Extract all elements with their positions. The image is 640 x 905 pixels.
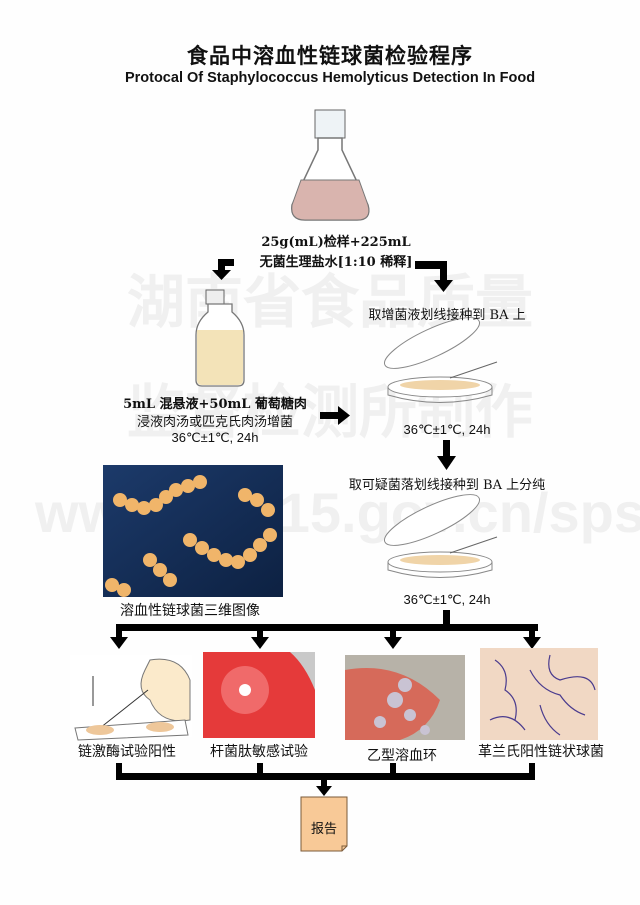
streak-step-2-condition: 36℃±1℃, 24h <box>403 592 491 607</box>
page-title: 食品中溶血性链球菌检验程序 <box>187 44 473 68</box>
streak-step-1: 取增菌液划线接种到 BA 上 <box>368 308 526 323</box>
bacitracin-test-image <box>203 652 315 738</box>
connector-lines <box>116 763 535 796</box>
enrich-step-line1: 5mL 混悬液+50mL 葡萄糖肉 <box>123 397 307 412</box>
report-document-icon <box>300 796 348 852</box>
petri-dish-icon <box>384 494 498 578</box>
arrow-left-down <box>212 259 234 280</box>
enrich-step-condition: 36℃±1℃, 24h <box>171 430 259 445</box>
image-caption: 溶血性链球菌三维图像 <box>120 603 260 619</box>
streptococcus-3d-image <box>103 465 283 597</box>
arrow-down <box>437 440 456 470</box>
petri-dish-icon <box>384 317 498 403</box>
arrow-right <box>320 406 350 425</box>
arrow-right-down <box>415 261 453 292</box>
test-label: 链激酶试验阳性 <box>78 744 176 760</box>
report-label: 报告 <box>310 822 338 837</box>
bottle-icon <box>195 289 245 387</box>
page-subtitle: Protocal Of Staphylococcus Hemolyticus D… <box>124 70 536 86</box>
beta-hemolysis-image <box>345 655 465 740</box>
streak-step-2: 取可疑菌落划线接种到 BA 上分纯 <box>348 478 546 493</box>
sample-step-line2: 无菌生理盐水[1:10 稀释] <box>259 255 413 270</box>
coagulase-test-image <box>70 655 192 741</box>
connector-lines <box>110 610 541 649</box>
enrich-step-line2: 浸液肉汤或匹克氏肉汤增菌 <box>136 415 294 430</box>
test-label: 杆菌肽敏感试验 <box>210 744 308 760</box>
gram-stain-image <box>480 648 598 740</box>
sample-step-line1: 25g(mL)检样+225mL <box>261 235 411 250</box>
test-label: 乙型溶血环 <box>367 748 437 764</box>
streak-step-1-condition: 36℃±1℃, 24h <box>403 422 491 437</box>
test-label: 革兰氏阳性链状球菌 <box>478 744 604 760</box>
flask-icon <box>291 109 370 221</box>
